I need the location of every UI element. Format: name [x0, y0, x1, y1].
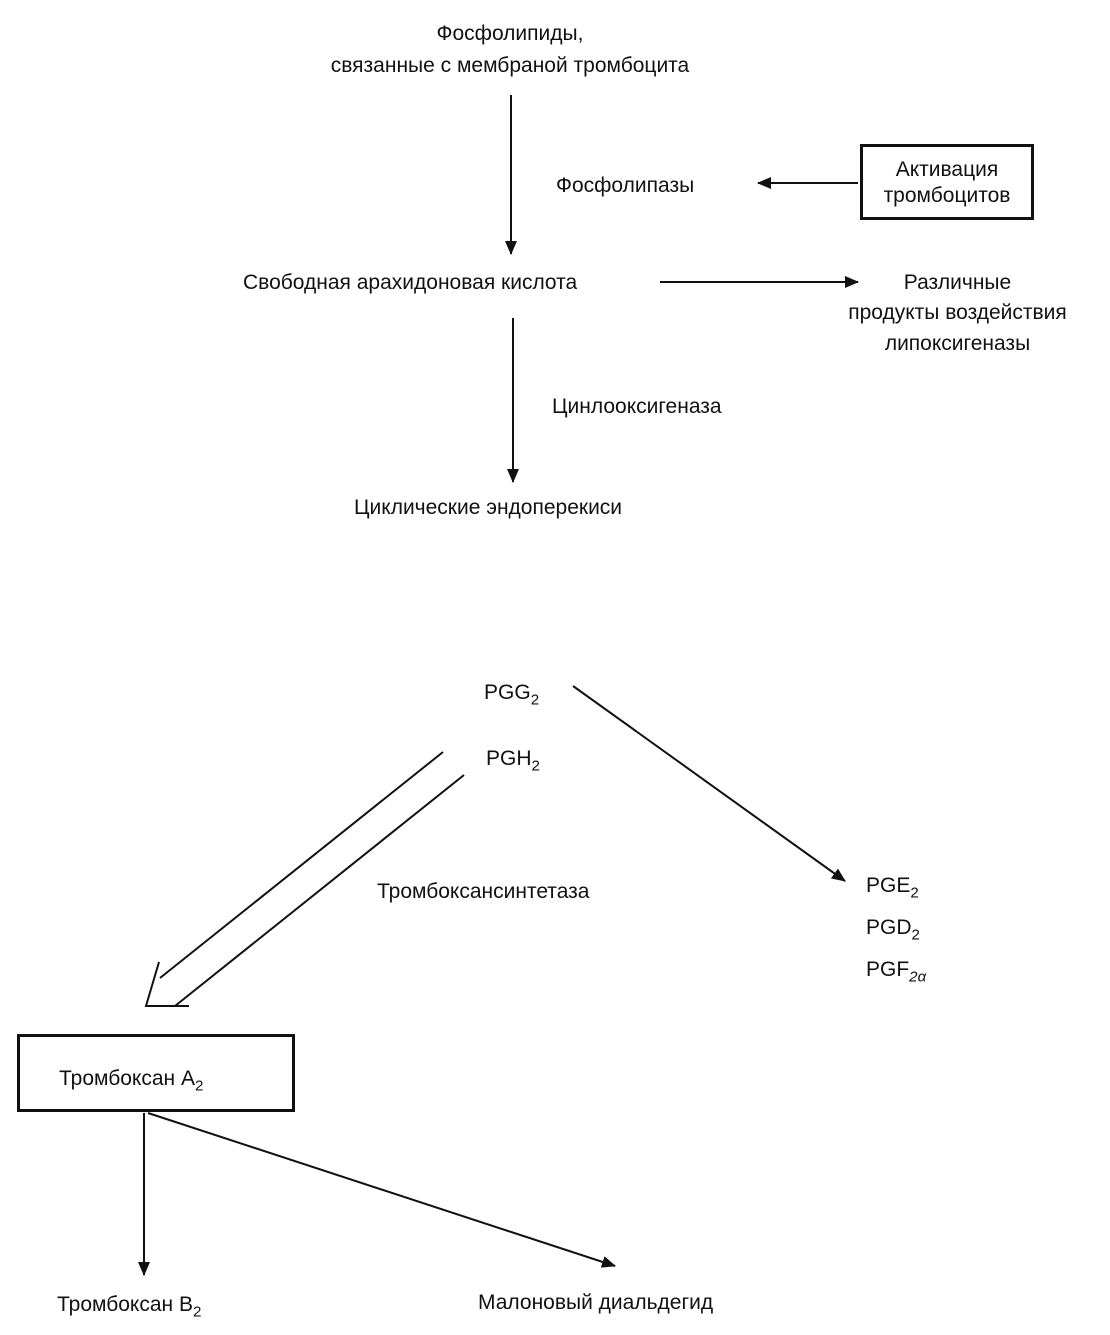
- phospholipids-line1: Фосфолипиды,: [436, 22, 584, 45]
- pgh2-label: PGH2: [486, 746, 540, 776]
- pgf2a-base: PGF: [866, 958, 910, 981]
- pgg2-sub: 2: [530, 691, 540, 709]
- pgg2-label: PGG2: [484, 680, 539, 710]
- pgh2-sub: 2: [531, 757, 540, 775]
- pgg2-base: PGG: [484, 681, 531, 704]
- thromboxane-a2-sub: 2: [194, 1077, 204, 1095]
- thromboxane-synthetase-label: Тромбоксансинтетаза: [377, 880, 590, 903]
- malondialdehyde-label: Малоновый диальдегид: [478, 1291, 714, 1314]
- pgd2-sub: 2: [911, 926, 920, 944]
- phospholipids-label: Фосфолипиды, связанные с мембраной тромб…: [300, 21, 720, 80]
- thromboxane-a2-base: Тромбоксан А: [59, 1067, 195, 1090]
- pge2-label: PGE2: [866, 873, 919, 903]
- activation-line2: тромбоцитов: [883, 184, 1011, 208]
- activation-box: Активация тромбоцитов: [860, 144, 1034, 220]
- pgd2-base: PGD: [866, 916, 912, 939]
- pge2-base: PGE: [866, 874, 911, 897]
- activation-label: Активация тромбоцитов: [863, 157, 1031, 210]
- pgd2-label: PGD2: [866, 915, 920, 945]
- thromboxane-a2-label: Тромбоксан А2: [59, 1066, 203, 1096]
- lipoxygenase-products-label: Различные продукты воздействия липоксиге…: [825, 270, 1090, 357]
- lipoxygenase-line1: Различные: [903, 271, 1012, 294]
- lipoxygenase-line3: липоксигеназы: [884, 331, 1031, 355]
- arachidonic-acid-label: Свободная арахидоновая кислота: [243, 271, 578, 294]
- arrow-thromboxane-a2-to-malondialdehyde: [147, 1112, 616, 1268]
- pgf2a-sub: 2α: [909, 968, 927, 986]
- lipoxygenase-line2: продукты воздействия: [848, 301, 1067, 325]
- thromboxane-b2-label: Тромбоксан В2: [57, 1292, 201, 1322]
- arrow-pgg2-to-pge2: [572, 685, 846, 882]
- phospholipids-line2: связанные с мембраной тромбоцита: [330, 54, 690, 78]
- thromboxane-b2-base: Тромбоксан В: [57, 1293, 193, 1316]
- phospholipases-label: Фосфолипазы: [556, 174, 695, 197]
- pgh2-base: PGH: [486, 747, 532, 770]
- pge2-sub: 2: [910, 884, 919, 902]
- activation-line1: Активация: [895, 158, 999, 181]
- thromboxane-b2-sub: 2: [192, 1303, 202, 1321]
- cyclooxygenase-label: Цинлооксигеназа: [552, 395, 722, 418]
- thromboxane-a2-box: Тромбоксан А2: [17, 1034, 295, 1112]
- arrow-pgh2-to-thromboxane-a2: [144, 751, 465, 1007]
- pgf2a-label: PGF2α: [866, 957, 926, 987]
- endoperoxides-label: Циклические эндоперекиси: [354, 496, 623, 519]
